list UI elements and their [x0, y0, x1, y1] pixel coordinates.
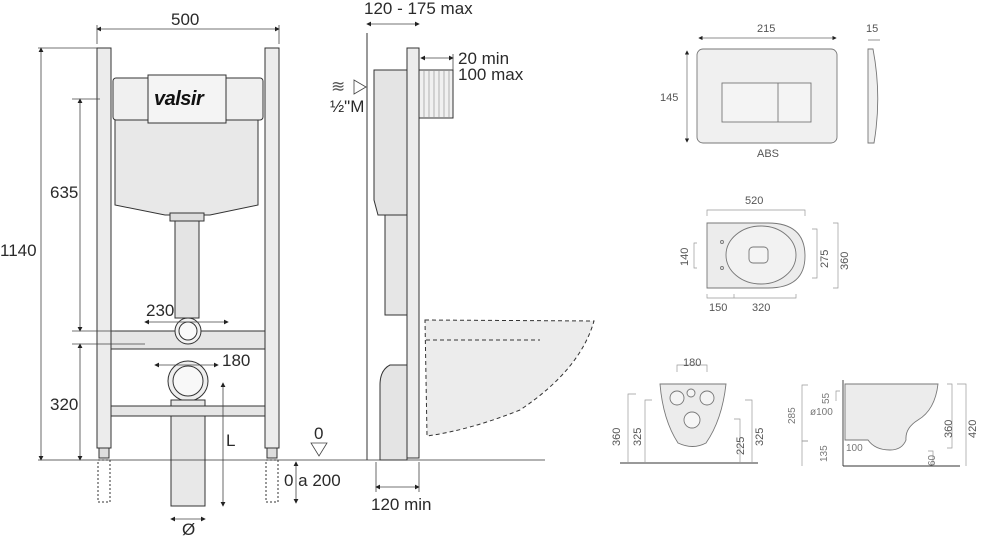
logo-plate	[147, 74, 227, 124]
side-inlet-offset-label: 55	[821, 392, 832, 404]
water-waves-icon: ≋	[331, 77, 346, 96]
wc-bolt-spacing-label: 140	[679, 247, 691, 266]
total-height-label: 1140	[0, 241, 37, 260]
frame-depth-label: 120 - 175 max	[364, 0, 473, 18]
side-view-dimensions	[353, 21, 454, 492]
side-upright	[406, 47, 420, 459]
plate-height-label: 145	[660, 92, 679, 104]
plate-material-label: ABS	[757, 148, 780, 160]
frame-front-view	[96, 47, 280, 507]
side-bowl-height-label: 360	[943, 419, 955, 438]
rear-inlet-spacing-label: 180	[683, 357, 702, 369]
drain-length-label: L	[226, 431, 236, 450]
min-depth-label: 120 min	[371, 495, 432, 514]
bracket-height-label: 320	[50, 395, 79, 414]
right-upright	[264, 47, 280, 449]
side-outlet-height-label: 135	[819, 445, 830, 462]
wc-length-label: 520	[745, 195, 764, 207]
wc-top-view	[706, 222, 806, 289]
tank-height-label: 635	[50, 183, 79, 202]
flush-plate-drawing	[696, 48, 879, 144]
flush-pipe-spacing-label: 230	[146, 301, 175, 320]
wall-hung-wc-outline	[424, 319, 595, 437]
floor-level-label: 0	[314, 424, 324, 443]
drain-diameter-label: Ø	[182, 520, 196, 539]
side-base-gap-label: 60	[927, 454, 938, 466]
wc-rear-offset-label: 150	[709, 302, 728, 314]
side-total-height-label: 420	[967, 419, 979, 438]
sleeve-min-label: 20 min	[458, 49, 510, 68]
side-cistern	[373, 69, 408, 216]
frame-width-label: 500	[171, 10, 200, 29]
wc-width-label: 360	[839, 251, 851, 270]
frame-side-view	[366, 33, 595, 461]
side-drain-elbow	[379, 364, 408, 461]
flush-pipe	[174, 217, 200, 319]
sleeve-max-label: 100 max	[458, 65, 524, 84]
rear-outlet-height-label: 225	[735, 436, 747, 455]
bolt-spacing-label: 180	[222, 351, 251, 370]
lower-bracket	[110, 405, 266, 417]
side-drain-diameter-label: ø100	[810, 407, 833, 418]
wc-seat-width-label: 275	[819, 249, 831, 268]
plate-thickness-label: 15	[866, 23, 879, 35]
drain-pipe	[170, 399, 206, 507]
front-view-dimensions	[38, 25, 545, 522]
brand-logo: valsir	[154, 88, 204, 110]
plate-width-label: 215	[757, 23, 776, 35]
wc-side-view	[842, 380, 960, 467]
water-inlet-label: ½"M	[330, 97, 365, 116]
rear-inlet-height-label: 325	[632, 427, 644, 446]
left-upright	[96, 47, 112, 449]
wc-bowl-length-label: 320	[752, 302, 771, 314]
wc-rear-view	[620, 383, 758, 464]
flush-plate-sleeve	[418, 69, 454, 119]
rear-height-left-label: 360	[611, 427, 623, 446]
side-inlet-height-label: 285	[787, 407, 798, 424]
rear-height-right-label: 325	[754, 427, 766, 446]
foot-adjust-label: 0 a 200	[284, 471, 341, 490]
side-outlet-depth-label: 100	[846, 443, 863, 454]
